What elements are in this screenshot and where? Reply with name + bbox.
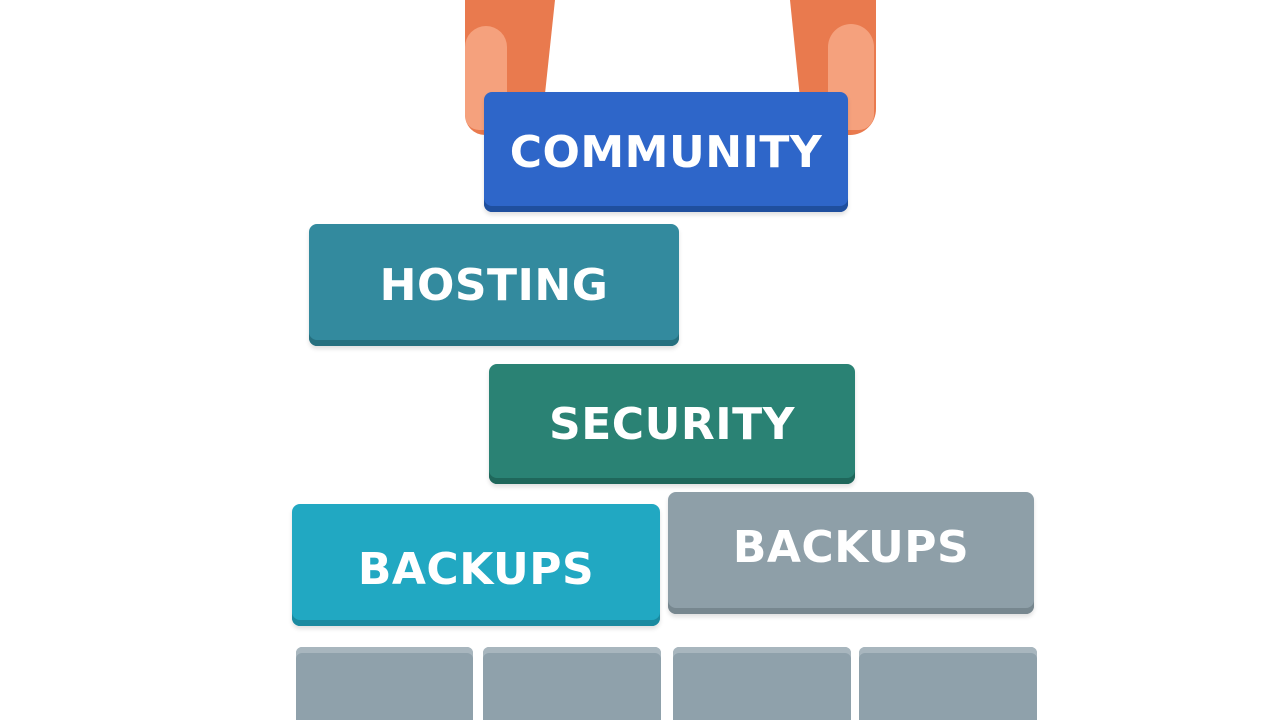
hosting-label: HOSTING <box>379 259 609 311</box>
base-block <box>859 647 1037 720</box>
backups-block-right: BACKUPS <box>668 492 1034 614</box>
community-block: COMMUNITY <box>484 92 848 212</box>
community-label: COMMUNITY <box>509 126 823 178</box>
base-block <box>483 647 661 720</box>
hosting-block: HOSTING <box>309 224 679 346</box>
base-block <box>673 647 851 720</box>
backups-left-label: BACKUPS <box>357 543 595 595</box>
backups-right-label: BACKUPS <box>732 521 970 573</box>
backups-block-left: BACKUPS <box>292 504 660 626</box>
security-block: SECURITY <box>489 364 855 484</box>
security-label: SECURITY <box>549 398 795 450</box>
base-block <box>296 647 473 720</box>
